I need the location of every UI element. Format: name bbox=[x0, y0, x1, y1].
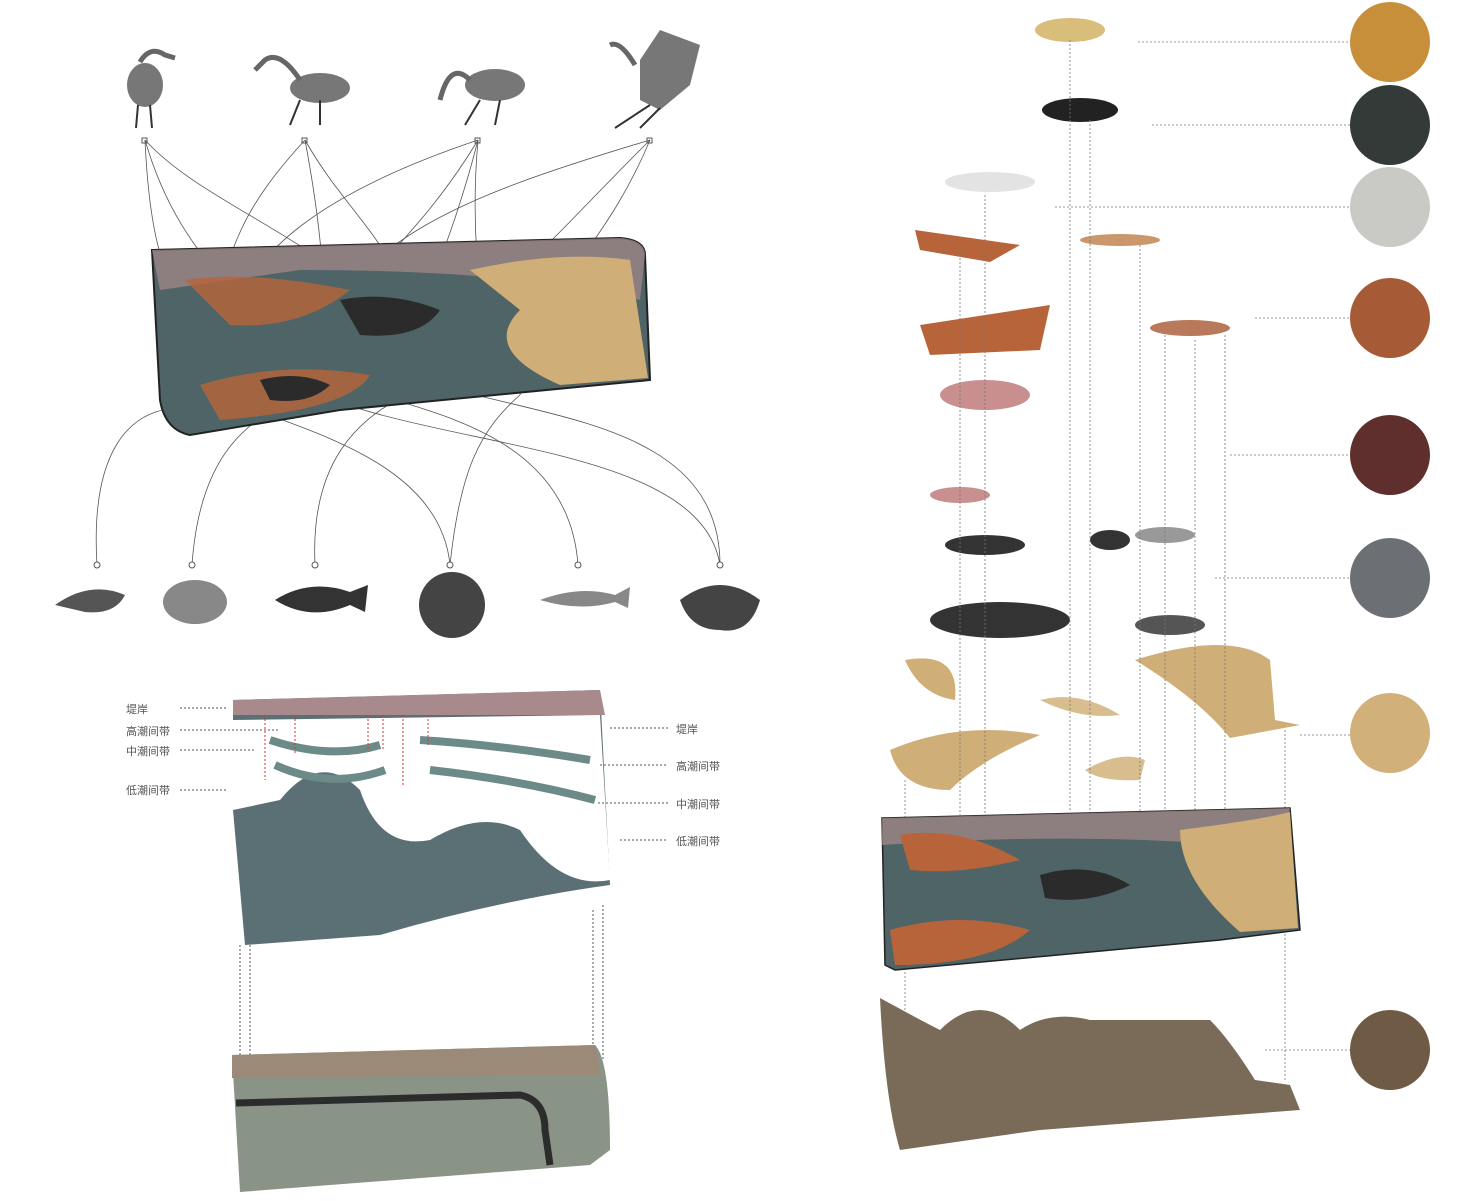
base-plate bbox=[232, 1045, 610, 1192]
zone-label-mid-tide-right: 中潮间带 bbox=[676, 798, 720, 811]
birds bbox=[127, 30, 700, 129]
zone-label-high-tide-left: 高潮间带 bbox=[126, 725, 170, 738]
gravel-swatch bbox=[1350, 538, 1430, 618]
clam-icon bbox=[163, 580, 227, 624]
sand-swatch bbox=[1350, 693, 1430, 773]
intertidal-map bbox=[150, 236, 652, 437]
fish-icon bbox=[275, 585, 368, 613]
black-rock-swatch bbox=[1350, 85, 1430, 165]
creatures bbox=[55, 572, 760, 638]
bird-icon bbox=[437, 69, 525, 126]
ground-layer bbox=[880, 998, 1300, 1150]
zone-label-low-tide-right: 低潮间带 bbox=[676, 835, 720, 848]
coral-icon bbox=[419, 572, 485, 638]
bird-connectors bbox=[141, 137, 653, 144]
exploded-layers bbox=[890, 18, 1300, 790]
bird-icon bbox=[127, 48, 176, 129]
crab-icon bbox=[680, 585, 760, 631]
concrete-swatch bbox=[1350, 167, 1430, 247]
zone-label-high-tide-right: 高潮间带 bbox=[676, 760, 720, 773]
bird-icon bbox=[253, 55, 350, 126]
zone-label-low-tide-left: 低潮间带 bbox=[126, 784, 170, 797]
brick-swatch bbox=[1350, 278, 1430, 358]
zone-label-mid-tide-left: 中潮间带 bbox=[126, 745, 170, 758]
zone-label-dike-left: 堤岸 bbox=[126, 703, 148, 716]
small-fish-icon bbox=[540, 587, 630, 608]
creature-connectors bbox=[93, 561, 724, 569]
layer-guides bbox=[904, 40, 1350, 1080]
volcanic-rock-swatch bbox=[1350, 415, 1430, 495]
soil-swatch bbox=[1350, 1010, 1430, 1090]
bird-icon bbox=[608, 30, 700, 129]
sandstone-swatch bbox=[1350, 2, 1430, 82]
map-copy bbox=[881, 807, 1301, 971]
zone-label-dike-right: 堤岸 bbox=[676, 723, 698, 736]
zone-diagram bbox=[233, 690, 610, 945]
material-swatches bbox=[1350, 2, 1430, 1090]
zone-guides bbox=[264, 715, 429, 785]
shrimp-icon bbox=[55, 589, 125, 613]
